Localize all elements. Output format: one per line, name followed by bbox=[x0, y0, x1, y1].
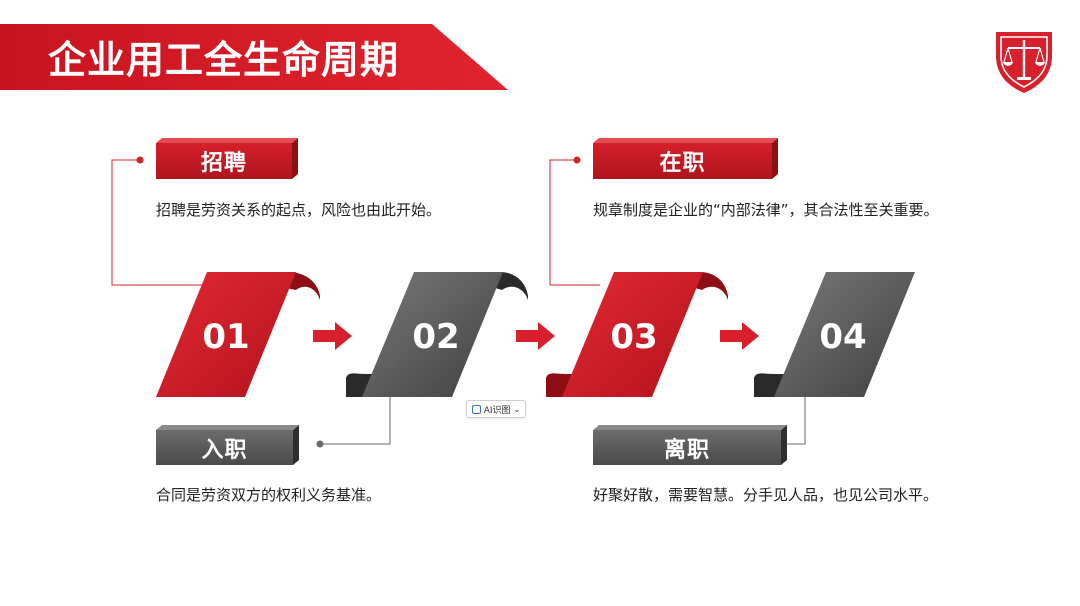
ribbon-02 bbox=[346, 272, 528, 397]
arrow-right-icon bbox=[313, 322, 352, 350]
stage-label-employed: 在职 bbox=[659, 151, 706, 176]
page-title: 企业用工全生命周期 bbox=[48, 38, 400, 82]
stage-number-04: 04 bbox=[819, 317, 867, 357]
stage-label-resign: 离职 bbox=[663, 437, 710, 463]
stage-desc-recruit: 招聘是劳资关系的起点，风险也由此开始。 bbox=[156, 201, 442, 219]
label-box-resign bbox=[593, 425, 787, 465]
stage-label-onboard: 入职 bbox=[201, 437, 248, 463]
arrow-right-icon bbox=[720, 322, 759, 350]
stage-desc-onboard: 合同是劳资双方的权利义务基准。 bbox=[156, 486, 382, 504]
shield-scales-icon bbox=[996, 32, 1052, 93]
stage-desc-employed: 规章制度是企业的“内部法律”，其合法性至关重要。 bbox=[593, 201, 939, 219]
stage-number-01: 01 bbox=[202, 317, 250, 357]
ribbon-03 bbox=[546, 272, 728, 397]
ribbon-01 bbox=[156, 272, 320, 397]
stage-label-recruit: 招聘 bbox=[200, 151, 247, 176]
stage-number-02: 02 bbox=[412, 317, 460, 357]
chevron-down-icon: ⌄ bbox=[513, 404, 521, 414]
scan-icon bbox=[471, 404, 481, 414]
ai-badge-label: AI识图 bbox=[483, 405, 511, 416]
stage-number-03: 03 bbox=[610, 317, 658, 357]
label-box-recruit bbox=[156, 138, 298, 179]
label-box-onboard bbox=[156, 425, 299, 465]
ai-recognize-button[interactable]: AI识图 ⌄ bbox=[466, 400, 526, 418]
connector-lines bbox=[111, 159, 600, 286]
label-box-employed bbox=[593, 138, 778, 179]
arrow-right-icon bbox=[516, 322, 555, 350]
stage-desc-resign: 好聚好散，需要智慧。分手见人品，也见公司水平。 bbox=[593, 486, 939, 504]
ribbon-04 bbox=[754, 272, 915, 397]
